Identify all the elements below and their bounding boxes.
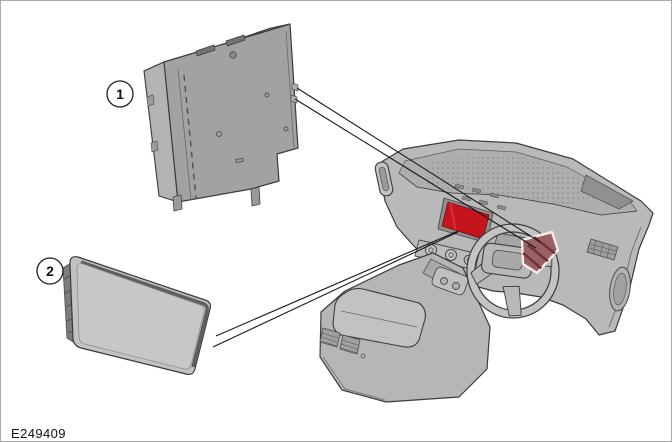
steering-wheel [466,223,560,319]
leader-line-item2-b [212,231,459,348]
module-item-1 [143,23,299,212]
leader-line-item2-a [215,230,459,337]
leader-line-item1-b [294,98,537,249]
console-armrest [332,287,426,348]
module-foot-right [250,186,261,207]
module-leader-tabs [290,82,299,104]
console-front-contour [322,356,386,401]
module-side-tabs [146,94,159,153]
module-screw-holes [216,92,289,163]
leader-line-item1-a [296,87,541,243]
module-top-connectors [195,34,246,59]
callout-circle-1 [106,80,134,108]
dash-left-handle [374,161,394,197]
console-dial [440,277,448,285]
callout-2: 2 [36,257,64,285]
panel-screen-face [76,263,205,370]
callout-1-label: 1 [116,86,124,102]
module-rear-face [163,23,299,203]
dash-speaker-grille [427,156,605,206]
callout-2-label: 2 [46,263,54,279]
dashboard-illustration [319,139,654,403]
console-dial-2 [452,282,460,290]
center-console [319,252,491,403]
callout-1: 1 [106,80,134,108]
panel-edge-bezel [80,260,209,368]
console-front-grilles [319,327,361,355]
wheel-hub-pad [491,249,524,271]
module-mount-rail [177,30,295,201]
dash-right-trim-ring [609,266,631,312]
console-armrest-seam [340,310,418,328]
figure-reference-code: E249409 [11,426,66,441]
display-panel-item-2 [62,256,212,376]
dash-right-vent [586,238,619,261]
dash-right-recess [580,174,634,210]
module-foot-left [172,194,183,212]
leader-lines [212,87,541,348]
wheel-spoke-bottom [502,285,522,317]
callout-circle-2 [36,257,64,285]
console-latch [360,353,366,359]
dash-defroster-vents [454,183,507,211]
